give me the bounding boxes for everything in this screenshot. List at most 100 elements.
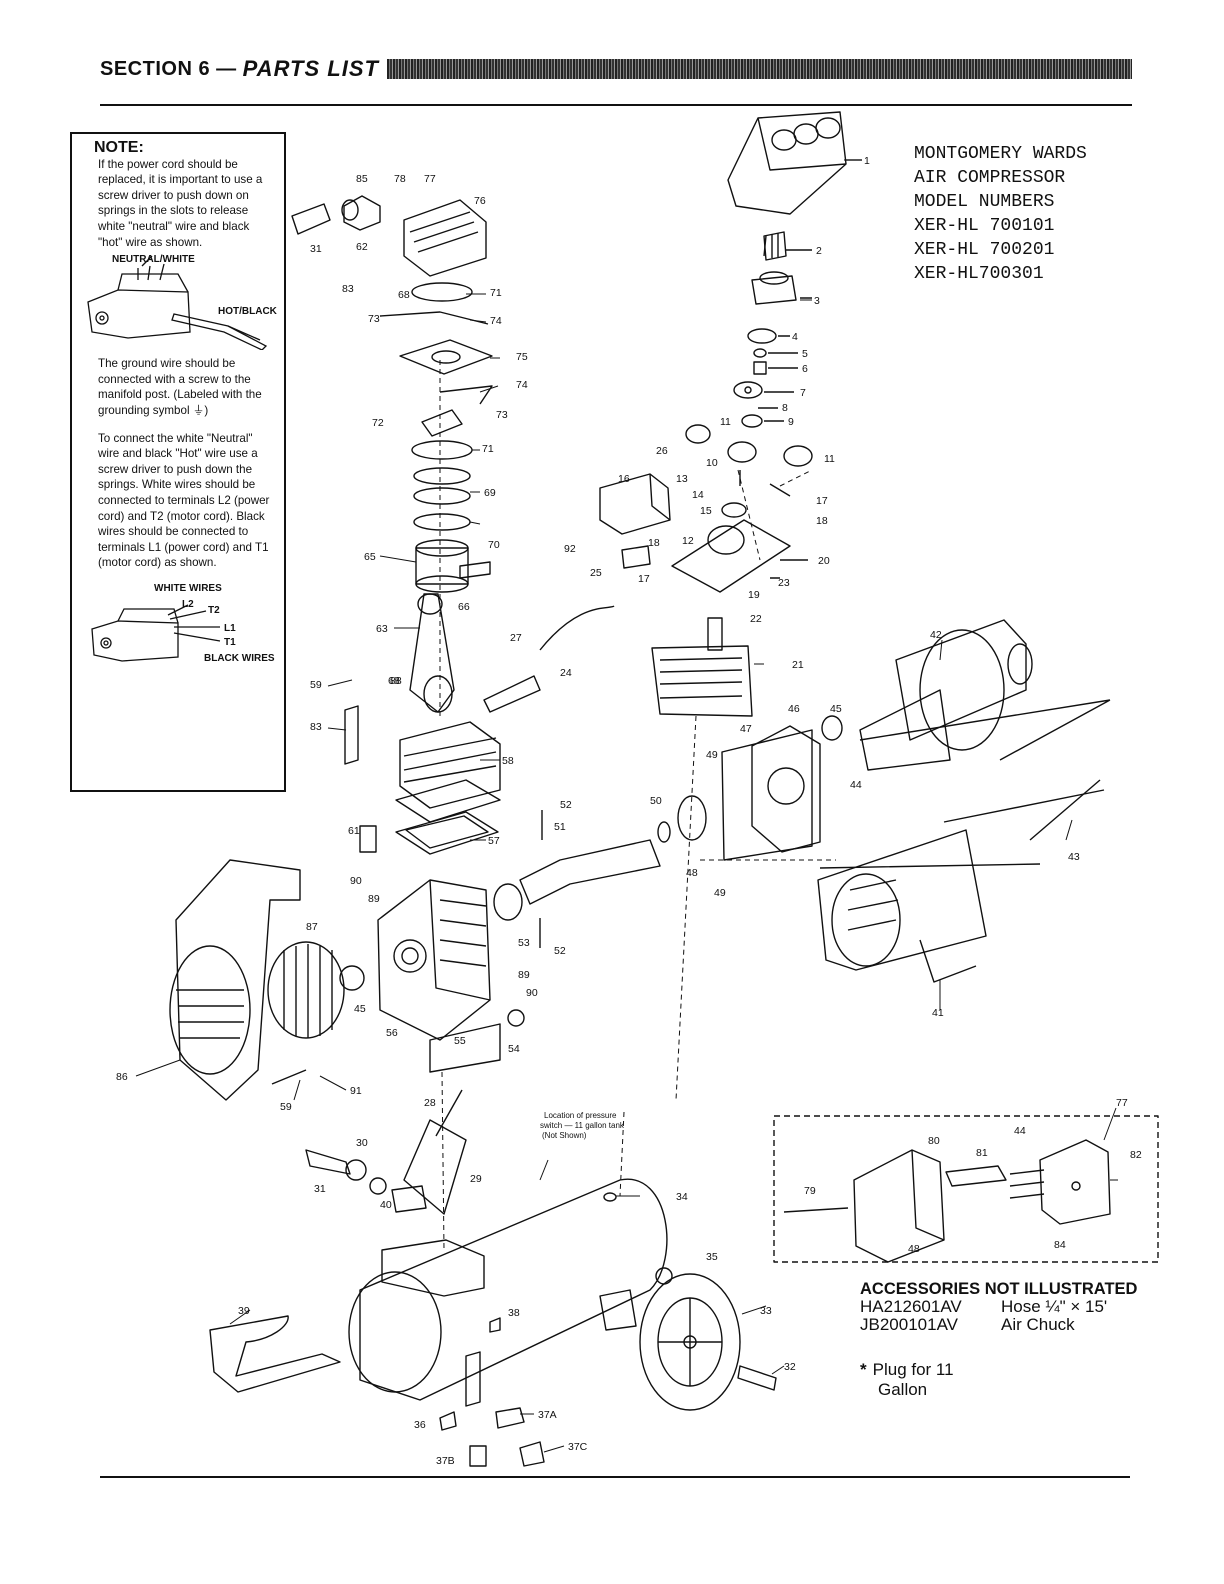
callout: 90: [526, 987, 538, 999]
callout: 44: [850, 779, 862, 791]
callout: 32: [784, 1361, 796, 1373]
note-paragraph-ground: The ground wire should be connected with…: [98, 357, 262, 417]
model-line-heading: MODEL NUMBERS: [914, 192, 1055, 212]
callout: 82: [1130, 1149, 1142, 1161]
pressure-switch-location-note: (Not Shown): [542, 1131, 587, 1140]
callout: 11: [824, 453, 835, 465]
callout: 83: [342, 283, 354, 295]
accessory-description: Air Chuck: [1001, 1315, 1075, 1334]
note-title: NOTE:: [94, 139, 144, 156]
callout: 42: [930, 629, 942, 641]
callout: 44: [1014, 1125, 1026, 1137]
callout: 77: [1116, 1097, 1128, 1109]
callout: 19: [748, 589, 760, 601]
inset-switch-drawing: [783, 1139, 1111, 1263]
model-line-brand: MONTGOMERY WARDS: [914, 144, 1087, 164]
callout: 83: [310, 721, 322, 733]
callout: 68: [388, 675, 400, 687]
callout: 69: [484, 487, 496, 499]
accessories-title: ACCESSORIES NOT ILLUSTRATED: [860, 1280, 1138, 1298]
callout: 89: [518, 969, 530, 981]
callout: 87: [306, 921, 318, 933]
callout: 35: [706, 1251, 718, 1263]
callout: 71: [482, 443, 494, 455]
callout: 2: [816, 245, 822, 257]
footer-rule: [100, 1476, 1130, 1478]
callout: 66: [458, 601, 470, 613]
white-wires-label: WHITE WIRES: [154, 582, 222, 594]
callout: 91: [350, 1085, 362, 1097]
model-line-product: AIR COMPRESSOR: [914, 168, 1066, 188]
callout: 20: [818, 555, 830, 567]
callout: 78: [394, 173, 406, 185]
callout: 46: [788, 703, 800, 715]
callout: 81: [976, 1147, 988, 1159]
callout: 49: [714, 887, 726, 899]
black-wires-label: BLACK WIRES: [204, 652, 275, 664]
callout: 41: [932, 1007, 944, 1019]
callout: 62: [356, 241, 368, 253]
callout: 31: [314, 1183, 326, 1195]
model-numbers-block: MONTGOMERY WARDS AIR COMPRESSOR MODEL NU…: [914, 142, 1087, 286]
plug-note-line2: Gallon: [878, 1380, 928, 1399]
callout: 88: [390, 675, 402, 687]
regulator-stack-drawing: [733, 231, 812, 428]
header-rule: [100, 104, 1132, 106]
callout: 55: [454, 1035, 466, 1047]
accessory-part-number: JB200101AV: [860, 1315, 958, 1334]
hot-black-label: HOT/BLACK: [218, 306, 277, 318]
accessory-part-number: HA212601AV: [860, 1297, 962, 1316]
model-line-700101: XER-HL 700101: [914, 216, 1055, 236]
model-line-700201: XER-HL 700201: [914, 240, 1055, 260]
callout: 11: [720, 416, 731, 428]
pressure-switch-drawing: [599, 424, 813, 651]
callout: 8: [782, 402, 788, 414]
callout: 6: [802, 363, 808, 375]
note-paragraph-connect: To connect the white "Neutral" wire and …: [98, 431, 270, 570]
callout: 70: [488, 539, 500, 551]
callout: 54: [508, 1043, 520, 1055]
callout: 9: [788, 416, 794, 428]
callout: 68: [398, 289, 410, 301]
wiring-figure: WHITE WIRES L2 T2 L1 T1 BLACK WIRES: [78, 571, 275, 664]
callout: 52: [560, 799, 572, 811]
callout: 57: [488, 835, 500, 847]
callout: 26: [656, 445, 668, 457]
callout: 13: [676, 473, 688, 485]
callout: 48: [686, 867, 698, 879]
terminal-block-drawing: [87, 255, 268, 351]
section-label: SECTION 6 —: [100, 57, 237, 80]
pressure-switch-location-note: switch — 11 gallon tank: [540, 1121, 625, 1130]
callout: 36: [414, 1419, 426, 1431]
accessory-row: JB200101AV Air Chuck: [860, 1316, 1160, 1334]
callout: 5: [802, 348, 808, 360]
callout: 24: [560, 667, 572, 679]
note-box: NOTE: If the power cord should be replac…: [70, 132, 286, 792]
callout: 25: [590, 567, 602, 579]
callout: 16: [618, 473, 630, 485]
callout: 90: [350, 875, 362, 887]
callout: 4: [792, 331, 798, 343]
motor-drawing: [721, 619, 1111, 983]
callout: 33: [760, 1305, 772, 1317]
callout: 47: [740, 723, 752, 735]
callout: 59: [280, 1101, 292, 1113]
callout: 17: [816, 495, 828, 507]
callout: 31: [310, 243, 322, 255]
callout: 58: [502, 755, 514, 767]
t2-label: T2: [208, 604, 220, 616]
model-line-700301: XER-HL700301: [914, 264, 1044, 284]
callout: 48: [908, 1243, 920, 1255]
callout: 27: [510, 632, 522, 644]
callout: 63: [376, 623, 388, 635]
callout: 23: [778, 577, 790, 589]
callout: 7: [800, 387, 806, 399]
callout: 14: [692, 489, 704, 501]
callout: 18: [816, 515, 828, 527]
piston-assembly-drawing: [409, 440, 491, 713]
callout: 28: [424, 1097, 436, 1109]
callout: 37C: [568, 1441, 588, 1453]
header-halftone-bar: [386, 59, 1132, 79]
callout-labels: 1 2 3 4 5 6 7 8 9 10 11 11 12 13 14 15 1…: [116, 155, 1142, 1467]
callout: 37B: [436, 1455, 455, 1467]
